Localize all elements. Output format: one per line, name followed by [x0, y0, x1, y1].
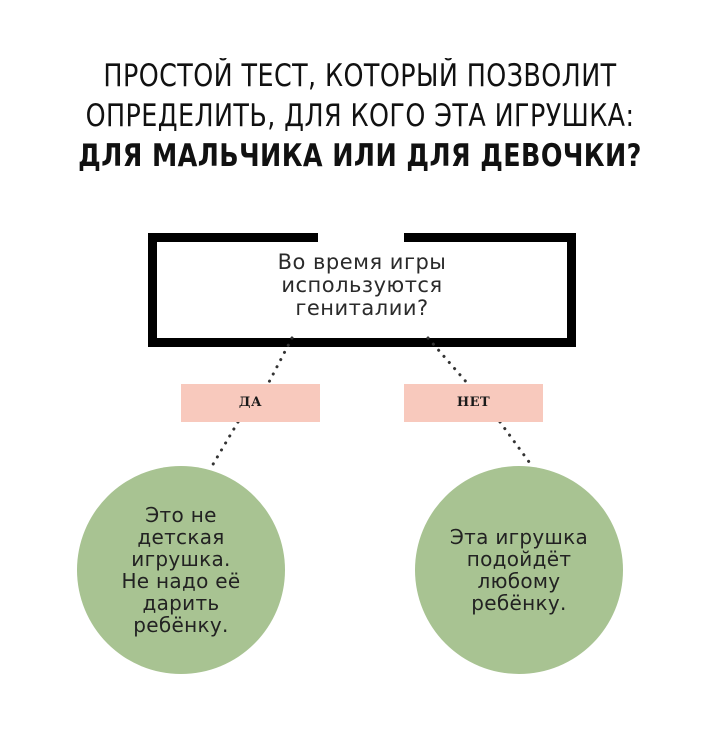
outcome-no-line-4: ребёнку. [471, 591, 567, 615]
outcome-yes-line-1: Это не [145, 503, 217, 527]
question-box-top-gap [318, 229, 404, 243]
connector-yes-to-circle [210, 420, 240, 468]
outcome-yes-circle: Это не детская игрушка. Не надо её дарит… [77, 466, 285, 674]
connector-question-to-yes [266, 336, 294, 386]
outcome-no-line-1: Эта игрушка [449, 525, 589, 549]
outcome-yes-line-3: игрушка. [131, 547, 231, 571]
connector-no-to-circle [498, 420, 534, 468]
question-text: Во время игры используются гениталии? [148, 251, 576, 320]
outcome-no-text: Эта игрушка подойдёт любому ребёнку. [444, 526, 594, 614]
outcome-yes-text: Это не детская игрушка. Не надо её дарит… [106, 504, 256, 636]
question-line-1: Во время игры [277, 250, 447, 274]
question-line-3: гениталии? [295, 296, 429, 320]
outcome-no-line-3: любому [477, 569, 561, 593]
answer-no-tag: НЕТ [404, 384, 543, 422]
outcome-no-circle: Эта игрушка подойдёт любому ребёнку. [415, 466, 623, 674]
connector-question-to-no [426, 336, 470, 386]
outcome-yes-line-4: Не надо её [121, 569, 241, 593]
title-line-3: ДЛЯ МАЛЬЧИКА ИЛИ ДЛЯ ДЕВОЧКИ? [78, 138, 642, 174]
question-line-2: используются [281, 273, 443, 297]
outcome-yes-line-6: ребёнку. [133, 613, 229, 637]
answer-yes-tag: ДА [181, 384, 320, 422]
title-line-1: ПРОСТОЙ ТЕСТ, КОТОРЫЙ ПОЗВОЛИТ [103, 58, 617, 94]
title-line-2: ОПРЕДЕЛИТЬ, ДЛЯ КОГО ЭТА ИГРУШКА: [85, 98, 635, 134]
outcome-yes-line-2: детская [137, 525, 225, 549]
page-title: ПРОСТОЙ ТЕСТ, КОТОРЫЙ ПОЗВОЛИТ ОПРЕДЕЛИТ… [65, 56, 655, 176]
outcome-yes-line-5: дарить [142, 591, 220, 615]
outcome-no-line-2: подойдёт [466, 547, 572, 571]
